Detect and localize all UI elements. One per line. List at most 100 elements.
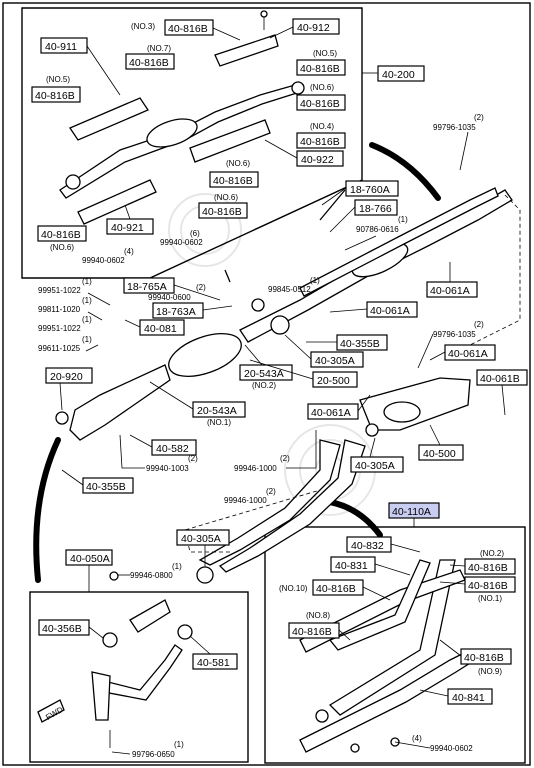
part-number[interactable]: 40-582 (156, 443, 189, 455)
part-number[interactable]: 18-760A (350, 184, 390, 196)
part-box[interactable] (444, 344, 496, 361)
part-number[interactable]: 40-305A (355, 460, 395, 472)
svg-text:99951-1022: 99951-1022 (38, 286, 81, 295)
part-box[interactable] (40, 37, 88, 54)
part-number[interactable]: 40-912 (297, 22, 330, 34)
part-number[interactable]: 40-355B (86, 481, 126, 493)
part-box[interactable] (460, 648, 512, 665)
part-box[interactable] (192, 401, 246, 418)
part-number[interactable]: 40-061B (480, 373, 520, 385)
part-number[interactable]: 40-355B (340, 338, 380, 350)
part-box[interactable] (296, 94, 346, 111)
part-number[interactable]: 40-816B (300, 63, 340, 75)
part-number[interactable]: 40-356B (42, 623, 82, 635)
part-number[interactable]: 40-816B (468, 580, 508, 592)
part-number[interactable]: 40-305A (181, 533, 221, 545)
part-number[interactable]: 40-816B (468, 562, 508, 574)
note-label: (NO.5) (313, 49, 337, 58)
part-number[interactable]: 40-816B (41, 229, 81, 241)
part-box[interactable] (310, 351, 364, 368)
part-box[interactable] (164, 19, 214, 36)
part-number[interactable]: 40-200 (382, 69, 415, 81)
part-box[interactable] (426, 281, 478, 298)
part-number[interactable]: 40-816B (129, 57, 169, 69)
part-box[interactable] (198, 202, 248, 219)
part-number[interactable]: 40-816B (213, 175, 253, 187)
part-box[interactable] (125, 53, 175, 70)
pipe-group-frame (29, 591, 249, 763)
part-number[interactable]: 40-832 (351, 540, 384, 552)
part-number[interactable]: 40-581 (197, 657, 230, 669)
part-number[interactable]: 40-816B (300, 98, 340, 110)
part-box[interactable] (209, 171, 259, 188)
part-number[interactable]: 40-921 (111, 222, 144, 234)
part-number[interactable]: 40-061A (311, 407, 351, 419)
part-box[interactable] (296, 150, 344, 167)
part-number[interactable]: 40-911 (45, 41, 77, 53)
svg-text:(2): (2) (474, 320, 484, 329)
part-number[interactable]: 20-500 (317, 375, 350, 387)
part-box[interactable] (345, 180, 399, 197)
svg-text:(1): (1) (172, 562, 182, 571)
part-box[interactable] (418, 444, 464, 461)
part-box[interactable] (123, 277, 175, 294)
part-number[interactable]: 40-816B (464, 652, 504, 664)
part-number[interactable]: 40-816B (316, 583, 356, 595)
part-number[interactable]: 20-920 (50, 371, 83, 383)
part-box[interactable] (31, 86, 81, 103)
part-box[interactable] (45, 367, 93, 384)
part-box[interactable] (176, 529, 230, 546)
part-number[interactable]: 18-765A (127, 281, 167, 293)
part-number[interactable]: 40-816B (292, 626, 332, 638)
part-number[interactable]: 40-831 (335, 560, 368, 572)
part-box[interactable] (151, 439, 197, 456)
part-number[interactable]: 40-305A (315, 355, 355, 367)
part-box[interactable] (350, 456, 404, 473)
part-box[interactable] (346, 536, 392, 553)
part-number[interactable]: 20-543A (197, 405, 237, 417)
note-label: (NO.10) (279, 584, 308, 593)
part-number[interactable]: 40-081 (144, 323, 177, 335)
part-box[interactable] (464, 576, 516, 593)
part-number[interactable]: 40-110A (392, 506, 431, 518)
part-box[interactable] (312, 579, 364, 596)
part-number[interactable]: 40-816B (168, 23, 208, 35)
part-number[interactable]: 18-766 (359, 203, 392, 215)
part-number[interactable]: 18-763A (156, 306, 196, 318)
svg-text:99940-0602: 99940-0602 (82, 256, 125, 265)
note-label: (NO.2) (480, 549, 504, 558)
part-box[interactable] (296, 132, 346, 149)
part-number[interactable]: 40-816B (202, 206, 242, 218)
part-number[interactable]: 40-061A (430, 285, 470, 297)
part-box[interactable] (464, 558, 516, 575)
part-box[interactable] (312, 371, 358, 388)
part-number[interactable]: 40-841 (452, 692, 485, 704)
part-box[interactable] (292, 18, 340, 35)
part-number[interactable]: 40-061A (448, 348, 488, 360)
note-label: (NO.7) (147, 44, 171, 53)
part-box[interactable] (330, 556, 376, 573)
part-number[interactable]: 40-061A (370, 305, 410, 317)
part-box[interactable] (192, 653, 238, 670)
part-box[interactable] (296, 59, 346, 76)
part-box[interactable] (152, 302, 204, 319)
part-box[interactable] (37, 225, 87, 242)
part-box[interactable] (336, 334, 388, 351)
part-box[interactable] (377, 65, 425, 82)
part-number[interactable]: 40-050A (70, 553, 110, 565)
part-box[interactable] (307, 403, 359, 420)
note-label: (NO.6) (214, 193, 238, 202)
part-number[interactable]: 40-816B (300, 136, 340, 148)
svg-text:(1): (1) (174, 740, 184, 749)
svg-text:(1): (1) (82, 277, 92, 286)
part-number[interactable]: 40-922 (301, 154, 334, 166)
svg-text:(2): (2) (266, 487, 276, 496)
part-number[interactable]: 40-500 (423, 448, 456, 460)
part-box[interactable] (139, 319, 185, 336)
part-number[interactable]: 40-816B (35, 90, 75, 102)
part-box[interactable] (366, 301, 418, 318)
part-box[interactable] (82, 477, 134, 494)
heat-shield-group-frame (21, 7, 363, 279)
part-box[interactable] (447, 688, 493, 705)
part-number[interactable]: 20-543A (244, 368, 284, 380)
